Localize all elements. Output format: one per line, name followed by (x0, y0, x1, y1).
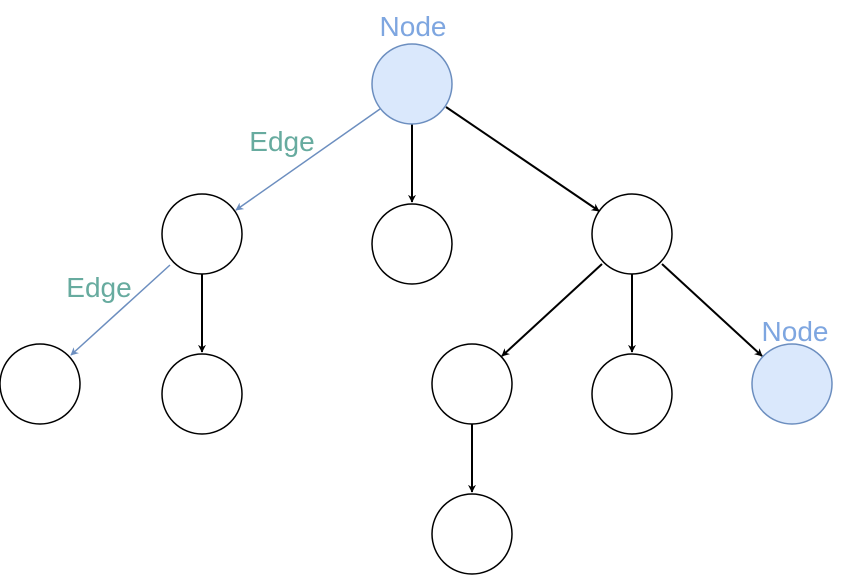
node-far-left (0, 343, 81, 425)
root-node-label: Node (380, 11, 447, 42)
edge-root-to-right (445, 106, 600, 212)
edge-right-to-leaf-node (661, 263, 763, 357)
node-bottom (431, 493, 513, 575)
edges (70, 106, 763, 493)
edge-right-to-mid-child (501, 263, 603, 357)
node-right-child (591, 353, 673, 435)
edge-left-to-far-left (70, 264, 171, 356)
node-mid-child (431, 343, 513, 425)
root-node (371, 43, 453, 125)
edge-root-to-left (235, 108, 381, 211)
edge-left-label: Edge (66, 272, 131, 303)
leaf-node-highlighted (751, 343, 833, 425)
node-left-child (161, 353, 243, 435)
node-left (161, 193, 243, 275)
node-right (591, 193, 673, 275)
nodes (0, 43, 833, 575)
edge-top-label: Edge (249, 126, 314, 157)
leaf-node-label: Node (762, 316, 829, 347)
node-middle (371, 203, 453, 285)
